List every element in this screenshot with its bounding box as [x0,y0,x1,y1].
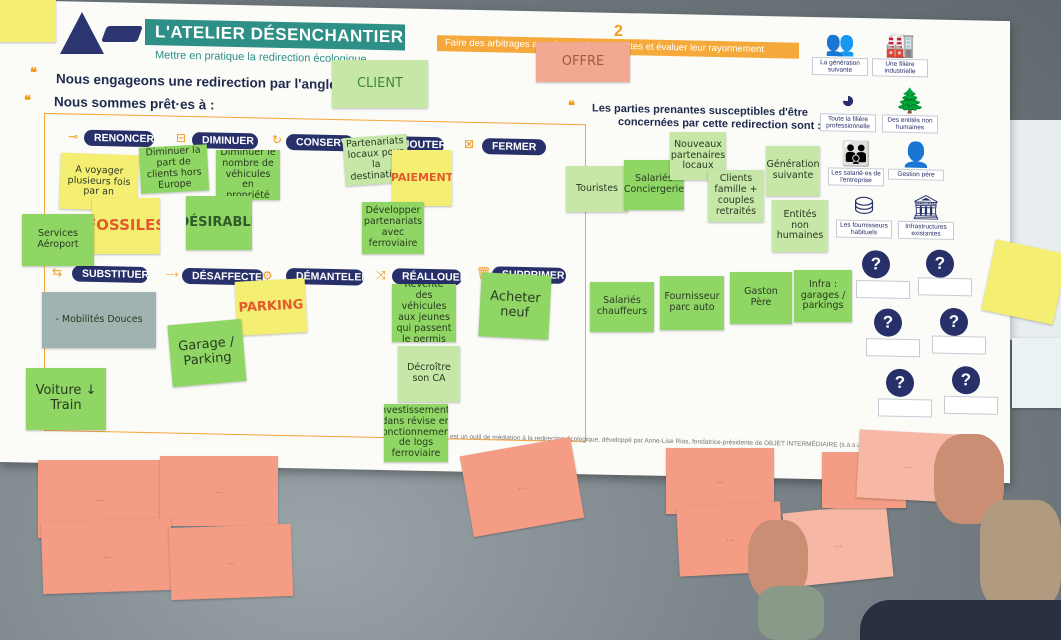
stakeholder-card: 👤 Gestion père [888,141,944,181]
pie-chart-icon: ◕ [840,86,856,114]
paper-stack [1012,338,1061,408]
sticky-note: DÉSIRABLE [186,196,252,250]
sticky-note: Infra : garages / parkings [794,270,852,322]
sticky-note: … [160,456,278,526]
sticky-note: Fournisseur parc auto [660,276,724,330]
stakeholder-card: 🏭 Une filière industrielle [872,31,928,78]
question-icon: ? [952,365,980,395]
sticky-note: - Mobilités Douces [42,292,156,348]
orange-quote-icon: ❝ [24,92,31,108]
sticky-note: Revente des véhicules aux jeunes qui pas… [392,284,456,342]
orange-quote-icon: ❝ [568,97,575,114]
substituer-icon: ⇆ [52,265,63,280]
stakeholder-card: 🌲 Des entités non humaines [882,87,938,134]
sticky-note: Entités non humaines [772,200,828,252]
people-icon: 👥 [825,30,855,58]
sticky-note: Salariés chauffeurs [590,282,654,332]
desaffecter-icon: ⤏ [166,266,179,281]
sticky-note: … [168,523,294,601]
fermer-icon: ⊠ [464,136,475,151]
action-pill: RENONCER [84,129,154,148]
sticky-note: PAIEMENT [392,150,452,206]
factory-icon: 🏭 [885,31,915,60]
question-icon: ? [886,368,914,398]
sleeve [758,586,824,640]
blank-label [944,395,998,415]
building-icon: 🏛 [910,194,942,222]
sticky-note: Gaston Père [730,272,792,324]
question-icon: ? [862,250,890,279]
sticky-note: Voiture ↓ Train [26,368,106,430]
sticky-note: Clients famille + couples retraités [708,170,764,222]
renoncer-icon: ⊸ [68,129,79,144]
sticky-note: Génération suivante [766,146,820,196]
dark-clothing [860,600,1061,640]
blank-label [856,279,910,300]
sleeve [980,500,1061,610]
stakeholder-card: 👥 La génération suivante [812,30,868,77]
coins-icon: ⛁ [853,192,875,221]
blank-label [918,277,972,297]
conserver-icon: ↻ [272,132,283,147]
sticky-note-offre: OFFRE [536,42,630,82]
action-pill: SUBSTITUER [72,265,149,284]
sticky-note: Développer partenariats avec ferroviaire [362,202,424,254]
poster-title: L'ATELIER DÉSENCHANTIER ! [145,19,405,67]
sticky-note: Diminuer le nombre de véhicules en propr… [216,150,280,200]
stakeholder-card: 🏛 Infrastructures existantes [898,194,954,241]
sticky-note: Acheter neuf [478,272,552,340]
blank-label [866,338,920,358]
sticky-note: Investissements dans révise en fonctionn… [384,404,448,462]
sticky-note [981,239,1061,325]
action-pill: FERMER [482,138,546,156]
question-icon: ? [926,249,954,278]
stakeholder-card: ⛁ Les fournisseurs habituels [836,192,892,239]
sticky-note: … [40,517,174,595]
angle-line: Nous engageons une redirection par l'ang… [56,71,365,93]
group-icon: 👪 [841,140,871,169]
sticky-note: Diminuer la part de clients hors Europe [138,144,210,194]
sticky-note: FOSSILES [92,198,160,254]
ready-line: Nous sommes prêt·es à : [54,94,215,113]
sticky-note: Garage / Parking [167,318,247,388]
sticky-note: PARKING [234,278,308,336]
reallouer-icon: ⤨ [376,267,386,283]
cone-base [101,26,143,42]
sticky-note: Touristes [566,166,628,212]
stakeholder-card: ◕ Toute la filière professionnelle [820,86,876,133]
blank-label [878,398,932,418]
cone-icon [60,12,104,54]
question-icon: ? [874,308,902,337]
sticky-note-client: CLIENT [332,60,428,108]
sticky-note: Services Aéroport [22,214,94,266]
sticky-note [0,0,56,42]
sticky-note: Décroître son CA [398,346,460,402]
diminuer-icon: ⊟ [176,130,187,145]
question-icon: ? [940,307,968,337]
trees-icon: 🌲 [895,87,925,116]
orange-quote-icon: ❝ [30,64,37,80]
stakeholder-card: 👪 Les salarié·es de l'entreprise [828,140,884,187]
blank-label [932,335,986,355]
person-icon: 👤 [901,141,931,170]
